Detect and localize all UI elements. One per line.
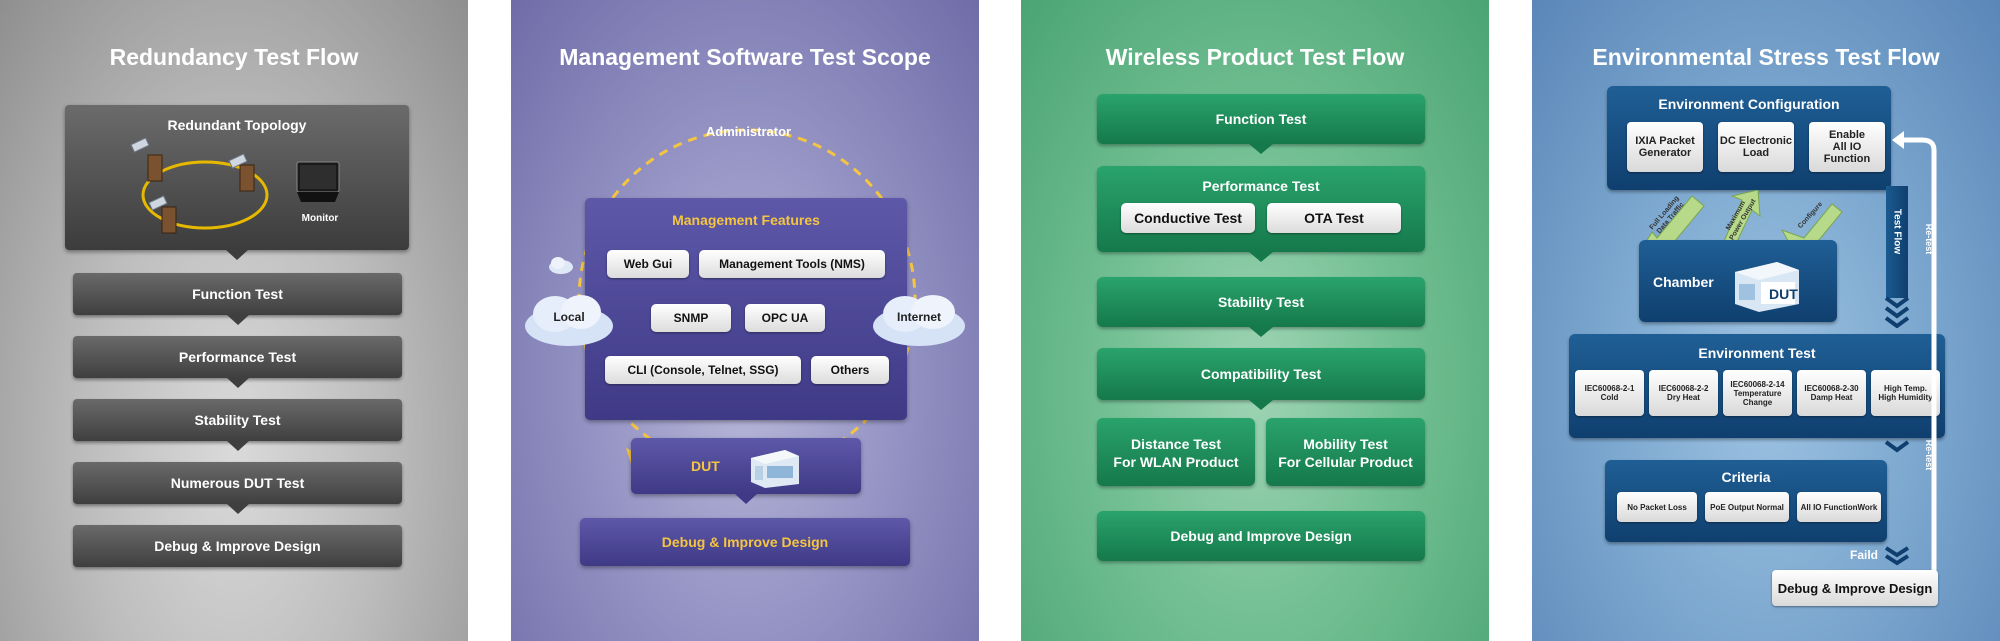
step-performance-label: Performance Test xyxy=(1202,178,1320,194)
environmental-panel: Environmental Stress Test Flow Environme… xyxy=(1532,0,2000,641)
administrator-label: Administrator xyxy=(705,124,792,139)
chamber-device-icon xyxy=(1735,262,1799,312)
retest-label-2: Re-test xyxy=(1924,439,1934,471)
step-function: Function Test xyxy=(1097,94,1425,154)
test-flow-bar xyxy=(1886,186,1908,298)
step-performance: Performance Test Conductive Test OTA Tes… xyxy=(1097,166,1425,262)
feature-others: Others xyxy=(811,356,889,384)
ring-topology-icon xyxy=(130,137,269,234)
wireless-panel: Wireless Product Test Flow Function Test… xyxy=(1021,0,1489,641)
feature-nms: Management Tools (NMS) xyxy=(699,250,885,278)
topology-title: Redundant Topology xyxy=(167,117,307,133)
debug-box: Debug & Improve Design xyxy=(580,518,910,566)
feature-web-gui: Web Gui xyxy=(607,250,689,278)
dut-box: DUT xyxy=(631,438,861,504)
debug-label: Debug & Improve Design xyxy=(661,534,829,550)
criteria-title: Criteria xyxy=(1721,469,1771,485)
chevrons-icon xyxy=(1884,296,1910,328)
step-mobility: Mobility Test For Cellular Product xyxy=(1266,418,1425,486)
local-cloud-icon xyxy=(525,295,613,346)
management-panel: Management Software Test Scope Administr… xyxy=(511,0,979,641)
monitor-icon xyxy=(296,161,340,202)
step-debug-label: Debug and Improve Design xyxy=(1170,528,1352,544)
mobility-line1: Mobility Test xyxy=(1303,436,1388,452)
internet-cloud-icon xyxy=(873,295,965,346)
step-function-label: Function Test xyxy=(1215,111,1307,127)
step-compatibility: Compatibility Test xyxy=(1097,348,1425,410)
monitor-label: Monitor xyxy=(301,213,339,224)
chamber-label: Chamber xyxy=(1653,274,1714,290)
cloud-icon xyxy=(549,257,573,274)
internet-label: Internet xyxy=(896,310,941,324)
features-box: Management Features Web Gui Management T… xyxy=(585,198,907,420)
step-function: Function Test xyxy=(73,273,402,325)
step-stability: Stability Test xyxy=(1097,277,1425,337)
criteria-poe-output: PoE Output Normal xyxy=(1705,492,1789,522)
step-debug: Debug & Improve Design xyxy=(73,525,402,567)
env-test-title: Environment Test xyxy=(1698,345,1816,361)
topology-box: Redundant Topology Monitor xyxy=(65,105,409,260)
panel-title: Management Software Test Scope xyxy=(559,44,931,70)
panel-title: Wireless Product Test Flow xyxy=(1105,44,1405,70)
test-high-humidity: High Temp.High Humidity xyxy=(1871,370,1940,416)
step-debug: Debug and Improve Design xyxy=(1097,511,1425,561)
retest-loop-icon xyxy=(1892,131,1937,591)
feature-opc-ua: OPC UA xyxy=(745,304,825,332)
panel-title: Environmental Stress Test Flow xyxy=(1592,44,1940,70)
dut-label: DUT xyxy=(691,458,720,474)
step-performance: Performance Test xyxy=(73,336,402,388)
criteria-all-io: All IO FunctionWork xyxy=(1797,492,1881,522)
panel-title: Redundancy Test Flow xyxy=(109,44,359,70)
criteria-no-packet-loss: No Packet Loss xyxy=(1617,492,1697,522)
mobility-line2: For Cellular Product xyxy=(1278,454,1413,470)
redundancy-panel: Redundancy Test Flow Redundant Topology … xyxy=(0,0,468,641)
conductive-test: Conductive Test xyxy=(1121,203,1255,233)
step-numerous-dut: Numerous DUT Test xyxy=(73,462,402,514)
distance-line2: For WLAN Product xyxy=(1113,454,1239,470)
retest-label-1: Re-test xyxy=(1924,223,1934,255)
step-compatibility-label: Compatibility Test xyxy=(1200,366,1322,382)
dut-device-icon xyxy=(751,450,799,488)
chamber-dut-label: DUT xyxy=(1769,286,1798,302)
step-stability: Stability Test xyxy=(73,399,402,451)
feature-cli: CLI (Console, Telnet, SSG) xyxy=(605,356,801,384)
ota-test: OTA Test xyxy=(1267,203,1401,233)
env-config-title: Environment Configuration xyxy=(1658,96,1840,112)
step-distance: Distance Test For WLAN Product xyxy=(1097,418,1255,486)
criteria-box: Criteria No Packet Loss PoE Output Norma… xyxy=(1605,460,1887,542)
faild-chevron-icon xyxy=(1884,546,1910,566)
local-label: Local xyxy=(553,310,585,324)
feature-snmp: SNMP xyxy=(651,304,731,332)
chamber-box: Chamber DUT xyxy=(1639,240,1837,322)
faild-label: Faild xyxy=(1850,548,1879,562)
features-title: Management Features xyxy=(672,212,820,228)
step-stability-label: Stability Test xyxy=(1217,294,1305,310)
distance-line1: Distance Test xyxy=(1131,436,1221,452)
debug-box: Debug & Improve Design xyxy=(1772,570,1938,606)
chevron-icon xyxy=(1884,440,1910,453)
